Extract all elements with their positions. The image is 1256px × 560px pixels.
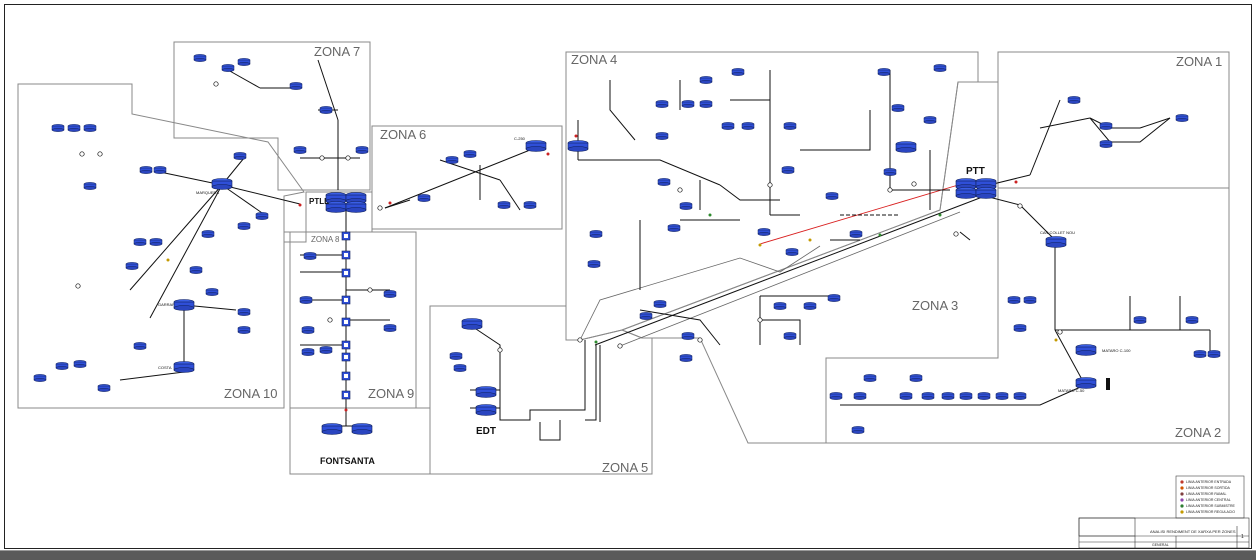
- zona-7-label: ZONA 7: [314, 44, 360, 59]
- zone-labels: ZONA 1 ZONA 2 ZONA 3 ZONA 4 ZONA 5 ZONA …: [224, 44, 1222, 475]
- zona-1-label: ZONA 1: [1176, 54, 1222, 69]
- zona-4-border: [565, 51, 979, 341]
- zona-4-label: ZONA 4: [571, 52, 617, 67]
- legend-swatch-1: [1180, 486, 1184, 490]
- legend-item-0: LINIA ANTERIOR ENTRADA: [1186, 480, 1232, 484]
- ptll-tank-group: [325, 192, 367, 213]
- legend: LINIA ANTERIOR ENTRADA LINIA ANTERIOR SO…: [1175, 475, 1245, 519]
- bottom-scrollbar[interactable]: [0, 550, 1256, 560]
- zona-9-label: ZONA 9: [368, 386, 414, 401]
- zona4-tank-1: [895, 141, 917, 153]
- title-block: [1078, 517, 1250, 549]
- legend-swatch-5: [1180, 510, 1184, 514]
- can-collet-label: CAN COLLET NOU: [1040, 230, 1075, 235]
- legend-item-4: LINIA ANTERIOR SUBMISTRE: [1186, 504, 1235, 508]
- costa-tank: [173, 361, 195, 373]
- c250-label: C-250: [514, 136, 526, 141]
- edt-tank-2: [475, 404, 497, 416]
- legend-item-1: LINIA ANTERIOR SORTIDA: [1186, 486, 1231, 490]
- zona-8-label: ZONA 8: [311, 235, 340, 244]
- marquera-tank: [211, 178, 233, 190]
- c250-tank: [525, 140, 547, 152]
- legend-item-2: LINIA ANTERIOR RAMAL: [1186, 492, 1227, 496]
- can-collet-tank: [1045, 236, 1067, 248]
- zona-7-border: [173, 41, 371, 191]
- mataro-c50-label: MATARO C-50: [1058, 388, 1085, 393]
- zona-2-label: ZONA 2: [1175, 425, 1221, 440]
- drawing-frame: [4, 4, 1252, 549]
- fontsanta-label: FONTSANTA: [320, 456, 375, 466]
- zona-10-label: ZONA 10: [224, 386, 277, 401]
- edt-tank-3: [461, 318, 483, 330]
- legend-item-5: LINIA ANTERIOR REGULACIO: [1186, 510, 1235, 514]
- zona4-tank-2: [567, 140, 589, 152]
- valve-markers: [166, 134, 1110, 412]
- legend-swatch-3: [1180, 498, 1184, 502]
- garraf-tank: [173, 299, 195, 311]
- legend-swatch-0: [1180, 480, 1184, 484]
- zona-10-border: [17, 83, 305, 409]
- legend-box: [1175, 475, 1245, 519]
- main-red-line: [759, 179, 976, 245]
- garraf-label: GARRAF: [158, 302, 175, 307]
- ptll-label: PTLL: [309, 197, 329, 206]
- marquera-label: MARQUERA: [196, 190, 219, 195]
- zona-5-label: ZONA 5: [602, 460, 648, 475]
- zona-5-border: [429, 305, 653, 475]
- edt-label: EDT: [476, 426, 496, 437]
- fontsanta-border: [289, 407, 431, 475]
- edt-tank-1: [475, 386, 497, 398]
- mataro-c50-tank: [1075, 377, 1097, 389]
- ptt-label: PTT: [966, 166, 985, 177]
- legend-swatch-2: [1180, 492, 1184, 496]
- fontsanta-tank-1: [321, 423, 343, 435]
- title-block-title: ANALISI RENDIMENT DE XARXA PER ZONES: [1150, 529, 1236, 534]
- title-block-sheet: 1: [1241, 534, 1244, 540]
- zone-borders: [17, 41, 1230, 475]
- mataro-c100-label: MATARO C-100: [1102, 348, 1131, 353]
- fontsanta-tank-2: [351, 423, 373, 435]
- legend-swatch-4: [1180, 504, 1184, 508]
- legend-item-3: LINIA ANTERIOR CENTRAL: [1186, 498, 1231, 502]
- title-block-row1: GENERAL: [1152, 543, 1169, 547]
- ptt-tank-group: [955, 178, 997, 199]
- zona-3-label: ZONA 3: [912, 298, 958, 313]
- small-tanks: [33, 54, 1221, 434]
- node-labels: PTT PTLL EDT FONTSANTA MARQUERA GARRAF C…: [158, 136, 1131, 466]
- costa-label: COSTA: [158, 365, 172, 370]
- mataro-c100-tank: [1075, 344, 1097, 356]
- tanks: [33, 54, 1221, 435]
- zona-6-label: ZONA 6: [380, 127, 426, 142]
